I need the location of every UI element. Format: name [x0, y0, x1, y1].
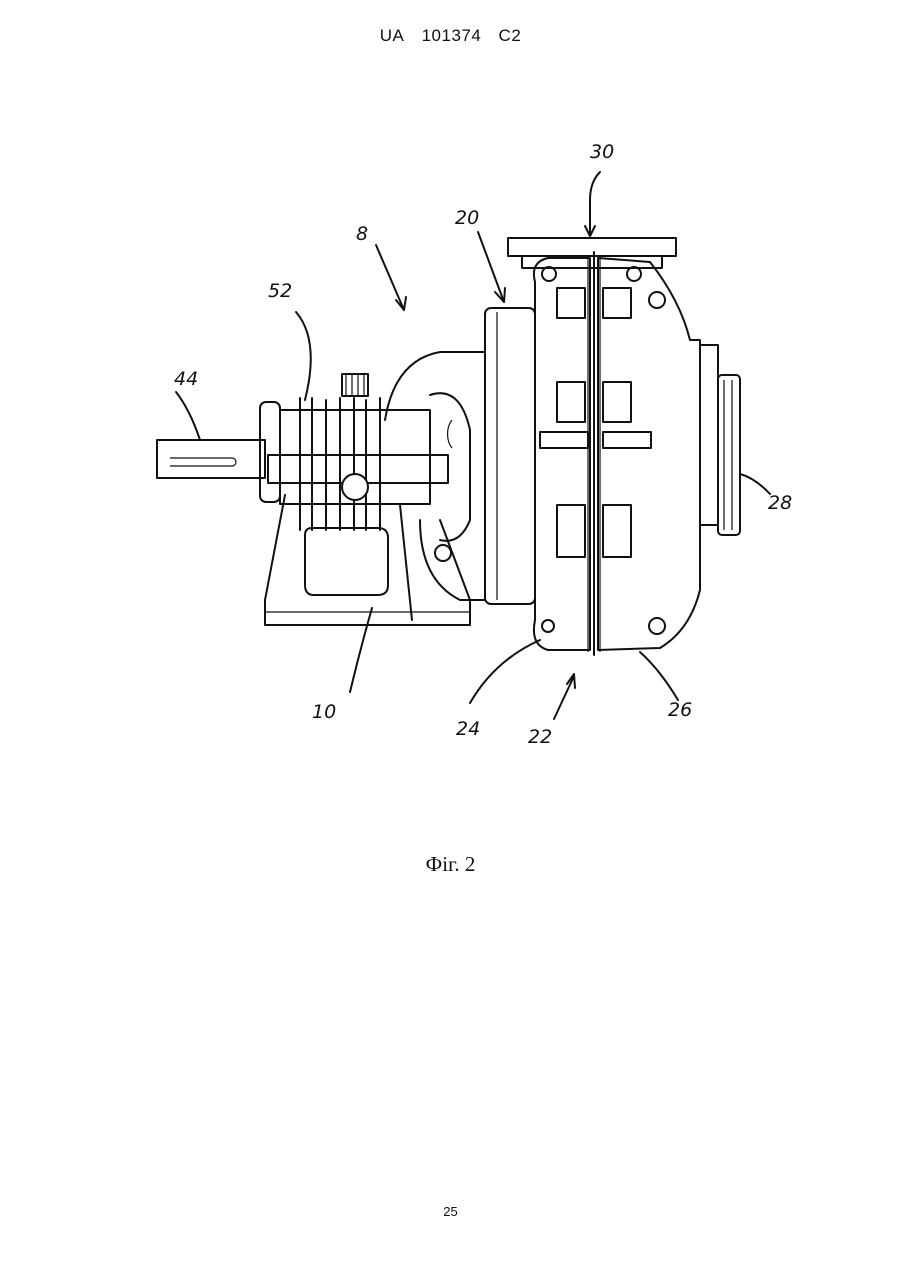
label-26: 26	[668, 699, 692, 721]
pump-casing	[534, 252, 700, 655]
page-number: 25	[0, 1204, 901, 1219]
shaft	[157, 440, 265, 478]
pump-drawing: 44 52 8 20 30 28 10 24 22 26	[0, 0, 901, 820]
bearing-assembly	[260, 374, 448, 530]
label-44: 44	[174, 368, 198, 390]
label-20: 20	[455, 207, 479, 229]
adapter-housing	[385, 352, 485, 600]
label-30: 30	[590, 141, 614, 163]
figure-caption: Фіг. 2	[0, 852, 901, 877]
pedestal-base	[265, 495, 470, 625]
frame-plate	[485, 308, 535, 604]
label-52: 52	[268, 280, 292, 302]
suction-flange	[700, 345, 740, 535]
label-8: 8	[356, 223, 368, 245]
label-10: 10	[312, 701, 336, 723]
label-28: 28	[768, 492, 792, 514]
label-24: 24	[456, 718, 480, 740]
label-22: 22	[528, 726, 552, 748]
